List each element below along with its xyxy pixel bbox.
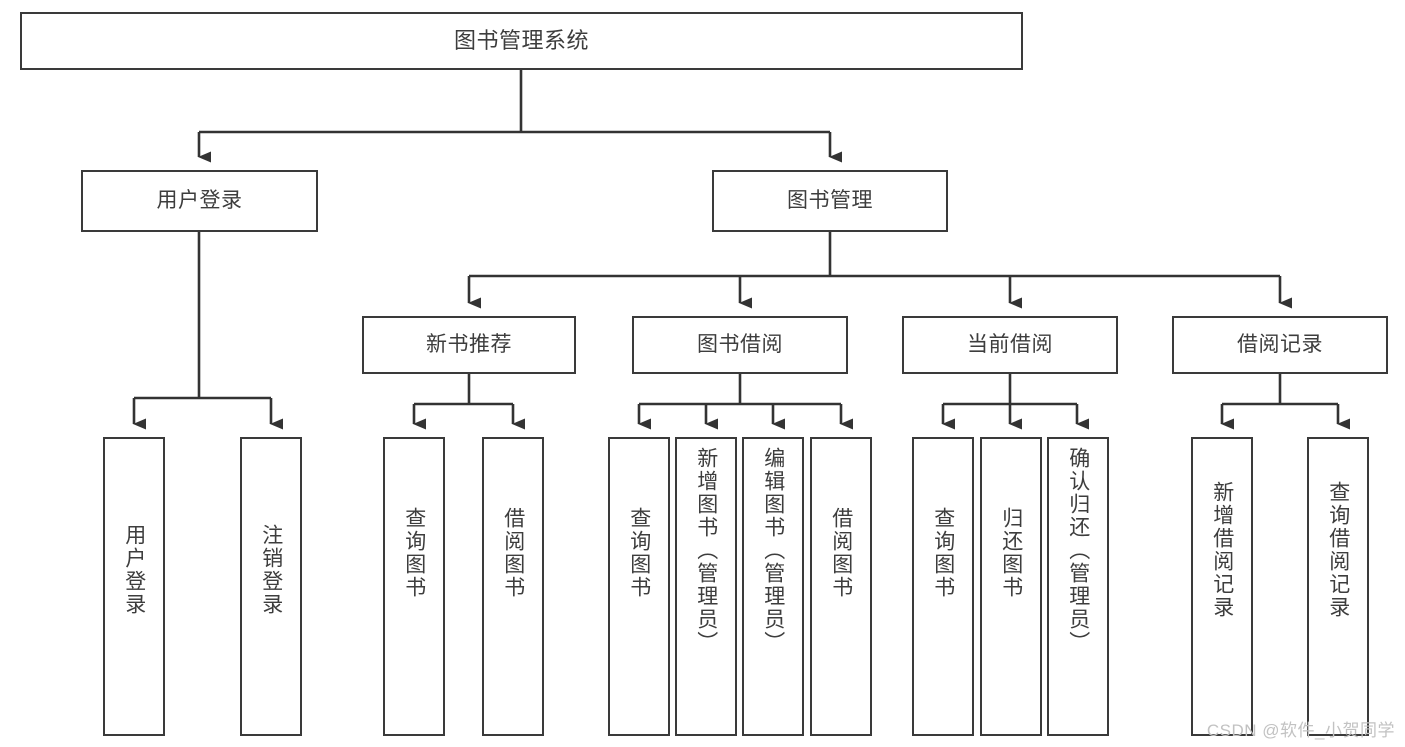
node-new-book-recommendation[interactable]: 新书推荐 bbox=[362, 316, 576, 374]
node-label: 图书管理 bbox=[787, 188, 873, 212]
node-user-login[interactable]: 用户登录 bbox=[81, 170, 318, 232]
node-label: 查询图书 bbox=[931, 507, 955, 599]
node-label: 新书推荐 bbox=[426, 332, 512, 356]
node-book-borrowing[interactable]: 图书借阅 bbox=[632, 316, 848, 374]
node-borrowing-records[interactable]: 借阅记录 bbox=[1172, 316, 1388, 374]
node-label: 图书借阅 bbox=[697, 332, 783, 356]
node-book-management[interactable]: 图书管理 bbox=[712, 170, 948, 232]
node-label: 新增借阅记录 bbox=[1210, 481, 1234, 619]
leaf-return-books[interactable]: 归还图书 bbox=[980, 437, 1042, 736]
leaf-confirm-return-admin[interactable]: 确认归还（管理员） bbox=[1047, 437, 1109, 736]
node-label: 借阅图书 bbox=[829, 507, 853, 599]
node-root-book-management-system[interactable]: 图书管理系统 bbox=[20, 12, 1023, 70]
leaf-logout[interactable]: 注销登录 bbox=[240, 437, 302, 736]
leaf-query-borrowing-record[interactable]: 查询借阅记录 bbox=[1307, 437, 1369, 736]
node-label: 借阅记录 bbox=[1237, 332, 1323, 356]
leaf-borrow-books-borrowing[interactable]: 借阅图书 bbox=[810, 437, 872, 736]
leaf-query-books-recommendation[interactable]: 查询图书 bbox=[383, 437, 445, 736]
leaf-edit-book-admin[interactable]: 编辑图书（管理员） bbox=[742, 437, 804, 736]
node-label: 归还图书 bbox=[999, 507, 1023, 599]
csdn-watermark: CSDN @软件_小贺同学 bbox=[1206, 721, 1395, 740]
node-label: 图书管理系统 bbox=[453, 28, 589, 54]
node-label: 查询借阅记录 bbox=[1326, 481, 1350, 619]
node-label: 查询图书 bbox=[402, 507, 426, 599]
node-label: 新增图书（管理员） bbox=[694, 447, 718, 654]
leaf-borrow-books-recommendation[interactable]: 借阅图书 bbox=[482, 437, 544, 736]
node-label: 借阅图书 bbox=[501, 507, 525, 599]
node-label: 查询图书 bbox=[627, 507, 651, 599]
node-label: 用户登录 bbox=[122, 524, 146, 616]
leaf-add-book-admin[interactable]: 新增图书（管理员） bbox=[675, 437, 737, 736]
node-label: 确认归还（管理员） bbox=[1066, 447, 1090, 654]
node-label: 当前借阅 bbox=[967, 332, 1053, 356]
leaf-add-borrowing-record[interactable]: 新增借阅记录 bbox=[1191, 437, 1253, 736]
leaf-query-books-borrowing[interactable]: 查询图书 bbox=[608, 437, 670, 736]
node-label: 编辑图书（管理员） bbox=[761, 447, 785, 654]
node-label: 注销登录 bbox=[259, 524, 283, 616]
leaf-user-login[interactable]: 用户登录 bbox=[103, 437, 165, 736]
node-current-borrowing[interactable]: 当前借阅 bbox=[902, 316, 1118, 374]
node-label: 用户登录 bbox=[156, 188, 243, 212]
leaf-query-books-current[interactable]: 查询图书 bbox=[912, 437, 974, 736]
